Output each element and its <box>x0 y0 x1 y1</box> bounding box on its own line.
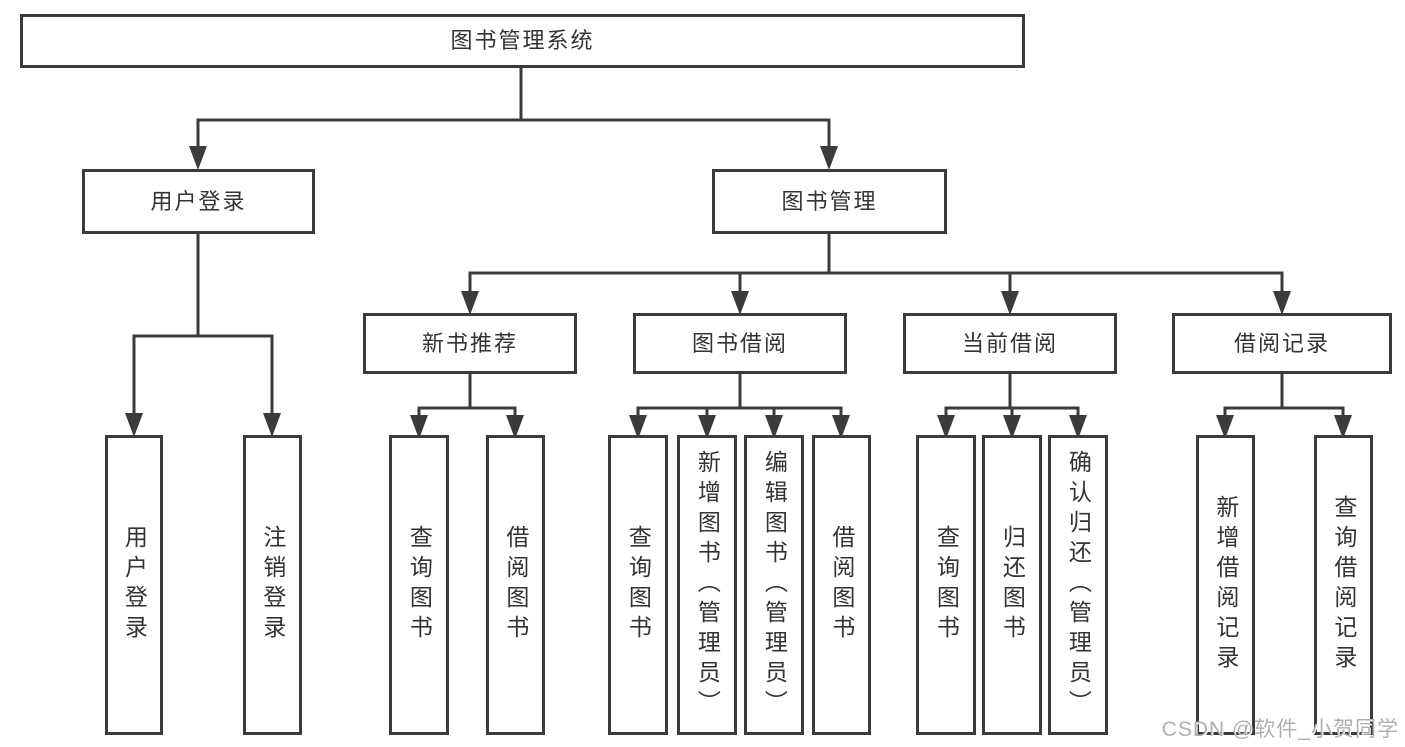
arrowhead-icon <box>506 415 524 439</box>
node-current-borrow: 当前借阅 <box>903 313 1117 374</box>
branch-line <box>944 374 1080 419</box>
node-leaf-add-record: 新增借阅记录 <box>1196 435 1255 735</box>
node-leaf-query-book-1: 查询图书 <box>389 435 449 735</box>
arrowhead-icon <box>731 291 749 315</box>
arrowhead-icon <box>765 415 783 439</box>
node-book-mgmt: 图书管理 <box>712 169 947 234</box>
arrowhead-icon <box>1216 415 1234 439</box>
arrowhead-icon <box>1069 415 1087 439</box>
node-leaf-query-book-2: 查询图书 <box>608 435 668 735</box>
node-leaf-edit-book: 编辑图书（管理员） <box>744 435 804 735</box>
arrowhead-icon <box>1334 415 1352 439</box>
node-leaf-user-login: 用户登录 <box>105 435 163 735</box>
node-leaf-borrow-book-1: 借阅图书 <box>486 435 545 735</box>
node-root: 图书管理系统 <box>20 14 1025 68</box>
node-leaf-add-book: 新增图书（管理员） <box>677 435 737 735</box>
node-book-borrow: 图书借阅 <box>633 313 847 374</box>
arrowhead-icon <box>189 146 207 170</box>
arrowhead-icon <box>832 415 850 439</box>
arrowhead-icon <box>125 413 143 437</box>
arrowhead-icon <box>698 415 716 439</box>
node-new-book-rec: 新书推荐 <box>363 313 577 374</box>
node-leaf-borrow-book-2: 借阅图书 <box>812 435 871 735</box>
arrowhead-icon <box>461 291 479 315</box>
arrowhead-icon <box>820 146 838 170</box>
branch-line <box>132 234 274 417</box>
node-leaf-confirm-return: 确认归还（管理员） <box>1048 435 1108 735</box>
branch-line <box>417 374 517 419</box>
branch-line <box>196 68 831 150</box>
csdn-watermark: CSDN @软件_小贺同学 <box>1161 718 1399 741</box>
arrowhead-icon <box>410 415 428 439</box>
node-borrow-record: 借阅记录 <box>1172 313 1392 374</box>
node-leaf-return-book: 归还图书 <box>982 435 1042 735</box>
node-user-login: 用户登录 <box>82 169 315 234</box>
arrowhead-icon <box>937 415 955 439</box>
branch-line <box>636 374 843 419</box>
branch-line <box>468 234 1284 295</box>
arrowhead-icon <box>1273 291 1291 315</box>
branch-line <box>1223 374 1345 419</box>
arrowhead-icon <box>1003 415 1021 439</box>
arrowhead-icon <box>629 415 647 439</box>
node-leaf-logout: 注销登录 <box>243 435 302 735</box>
arrowhead-icon <box>263 413 281 437</box>
node-leaf-query-record: 查询借阅记录 <box>1314 435 1373 735</box>
node-leaf-query-book-3: 查询图书 <box>916 435 976 735</box>
arrowhead-icon <box>1001 291 1019 315</box>
